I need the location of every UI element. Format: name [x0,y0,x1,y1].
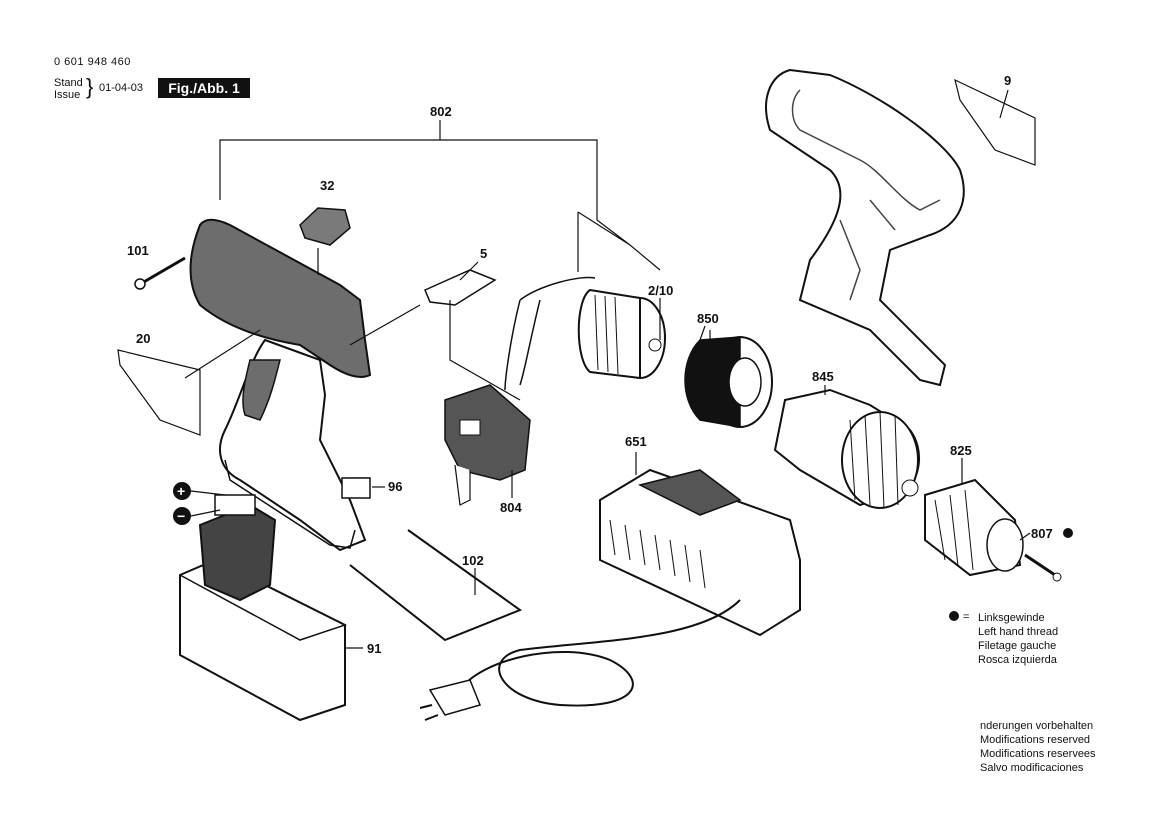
hook-102 [349,529,523,642]
callout-845: 845 [812,369,834,384]
cover-part-32 [299,207,351,246]
legend-en: Left hand thread [978,626,1059,638]
callout-802: 802 [430,104,452,119]
callout-101: 101 [127,243,149,258]
callout-804: 804 [500,500,522,515]
callout-2-10: 2/10 [648,283,673,298]
gearbox-845 [773,388,921,509]
bracket-802 [219,120,661,272]
callout-96: 96 [388,479,402,494]
label-sheet-20 [117,349,201,436]
legend-es: Rosca izquierda [978,654,1057,666]
modifications-de: nderungen vorbehalten [980,720,1094,732]
brace-glyph: } [86,74,94,99]
housing-half-left [189,218,372,552]
chuck-825 [924,478,1024,577]
charger-651 [419,452,801,721]
left-thread-bullet-icon [949,611,959,621]
legend: Linksgewinde Left hand thread Filetage g… [978,611,1058,667]
callout-651: 651 [625,434,647,449]
stand-label: Stand [54,77,83,89]
plus-terminal-icon: + [177,483,185,499]
label-sheet-9 [954,78,1036,166]
stand-issue-label: Stand Issue [54,77,83,101]
callout-32: 32 [320,178,334,193]
legend-key: = [963,611,970,623]
issue-date: 01-04-03 [99,82,144,94]
legend-fr: Filetage gauche [978,640,1057,652]
part-number: 0 601 948 460 [54,56,131,68]
motor-2-10 [504,276,666,391]
modifications-en: Modifications reserved [980,734,1091,746]
modifications-es: Salvo modificaciones [980,762,1084,774]
clip-96 [341,477,385,499]
callout-91: 91 [367,641,381,656]
modifications-fr: Modifications reservees [980,748,1096,760]
callout-850: 850 [697,311,719,326]
callout-807: 807 [1031,526,1053,541]
callout-825: 825 [950,443,972,458]
figure-label: Fig./Abb. 1 [158,78,250,98]
gear-ring-850 [684,330,773,428]
callout-102: 102 [462,553,484,568]
legend-de: Linksgewinde [978,612,1045,624]
screw-807 [1024,528,1073,582]
minus-terminal-icon: − [177,508,185,524]
callout-20: 20 [136,331,150,346]
callout-9: 9 [1004,73,1011,88]
battery-91 [173,482,363,722]
switch-804 [444,384,531,506]
issue-label: Issue [54,89,81,101]
screw-101 [134,256,186,290]
slider-5 [349,269,521,401]
modifications-note: nderungen vorbehalten Modifications rese… [980,719,1096,775]
callout-5: 5 [480,246,487,261]
housing-half-right [765,68,965,387]
